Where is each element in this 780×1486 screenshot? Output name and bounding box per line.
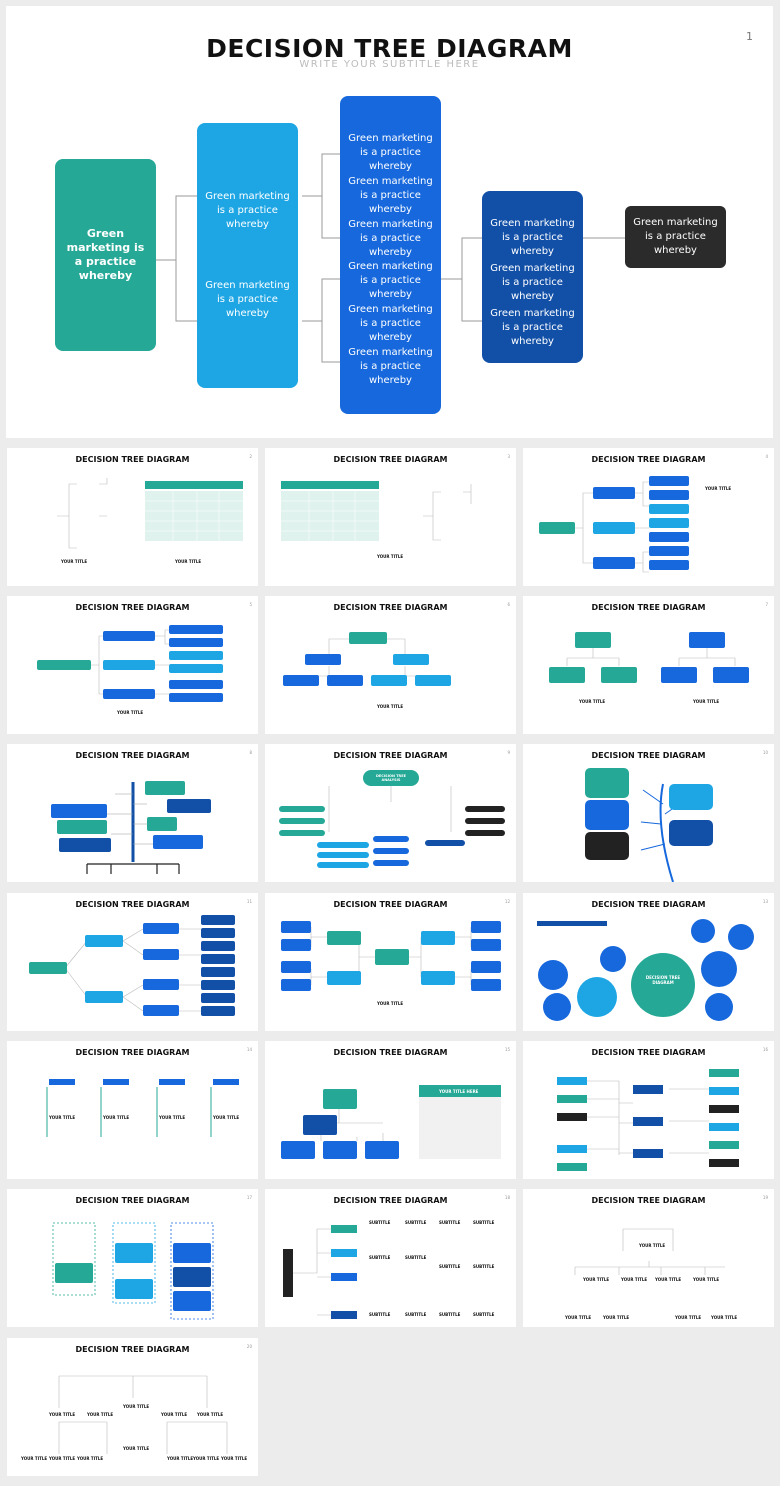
thumbnail-slide-17[interactable]: DECISION TREE DIAGRAM 17: [7, 1189, 258, 1327]
thumbnail-slide-12[interactable]: DECISION TREE DIAGRAM 12 YOUR TITLE: [265, 893, 516, 1031]
thumbnail-slide-4[interactable]: DECISION TREE DIAGRAM 4 YOUR TITLE: [523, 448, 774, 586]
thumbnail-slide-16[interactable]: DECISION TREE DIAGRAM 16: [523, 1041, 774, 1179]
thumbnail-slide-13[interactable]: DECISION TREE DIAGRAM 13 DECISION TREE D…: [523, 893, 774, 1031]
thumbnail-slide-11[interactable]: DECISION TREE DIAGRAM 11: [7, 893, 258, 1031]
level-3-node: Green marketing is a practice whereby: [348, 175, 433, 215]
thumbnail-slide-19[interactable]: DECISION TREE DIAGRAM 19 YOUR TITLE YOUR…: [523, 1189, 774, 1327]
thumbnail-slide-6[interactable]: DECISION TREE DIAGRAM 6 YOUR TITLE: [265, 596, 516, 734]
level-3-node: Green marketing is a practice whereby: [348, 261, 433, 301]
level-3-node: Green marketing is a practice whereby: [348, 133, 433, 172]
thumbnail-slide-10[interactable]: DECISION TREE DIAGRAM 10: [523, 744, 774, 882]
level-2-column[interactable]: Green marketing is a practice whereby Gr…: [197, 123, 298, 388]
level-2-node: Green marketing is a practice whereby: [205, 191, 290, 231]
level-3-node: Green marketing is a practice whereby: [348, 218, 433, 258]
thumbnail-slide-7[interactable]: DECISION TREE DIAGRAM 7 YOUR TITLE YOUR …: [523, 596, 774, 734]
thumbnail-slide-14[interactable]: DECISION TREE DIAGRAM 14 YOUR TITLE YOUR…: [7, 1041, 258, 1179]
thumbnail-slide-9[interactable]: DECISION TREE DIAGRAM 9 DECISION TREE AN…: [265, 744, 516, 882]
level-3-node: Green marketing is a practice whereby: [348, 304, 433, 344]
thumbnail-slide-15[interactable]: DECISION TREE DIAGRAM 15 YOUR TITLE HERE: [265, 1041, 516, 1179]
level-2-node: Green marketing is a practice whereby: [205, 279, 290, 319]
hero-slide[interactable]: DECISION TREE DIAGRAM WRITE YOUR SUBTITL…: [6, 6, 773, 438]
page-title: DECISION TREE DIAGRAM: [206, 34, 573, 63]
level-4-column[interactable]: Green marketing is a practice whereby Gr…: [482, 191, 583, 363]
thumbnail-slide-18[interactable]: DECISION TREE DIAGRAM 18 SUBTITLE SUBTIT…: [265, 1189, 516, 1327]
root-node[interactable]: Green marketing is a practice whereby: [55, 159, 156, 351]
level-4-node: Green marketing is a practice whereby: [490, 263, 575, 302]
thumbnail-slide-8[interactable]: DECISION TREE DIAGRAM 8: [7, 744, 258, 882]
level-3-column[interactable]: Green marketing is a practice whereby Gr…: [340, 96, 441, 414]
thumbnail-slide-2[interactable]: DECISION TREE DIAGRAM 2 YOUR TITLE YOUR …: [7, 448, 258, 586]
page-subtitle: WRITE YOUR SUBTITLE HERE: [299, 59, 480, 70]
connector-lines: [156, 153, 625, 363]
thumbnail-slide-3[interactable]: DECISION TREE DIAGRAM 3 YOUR TITLE: [265, 448, 516, 586]
page-number: 1: [746, 30, 753, 43]
thumbnail-slide-5[interactable]: DECISION TREE DIAGRAM 5 YOUR TITLE: [7, 596, 258, 734]
thumbnail-slide-20[interactable]: DECISION TREE DIAGRAM 20 YOUR TITLE YOUR…: [7, 1338, 258, 1476]
level-3-node: Green marketing is a practice whereby: [348, 346, 433, 386]
leaf-node[interactable]: Green marketing is a practice whereby: [625, 206, 726, 268]
level-4-node: Green marketing is a practice whereby: [490, 308, 575, 347]
level-4-node: Green marketing is a practice whereby: [490, 218, 575, 257]
